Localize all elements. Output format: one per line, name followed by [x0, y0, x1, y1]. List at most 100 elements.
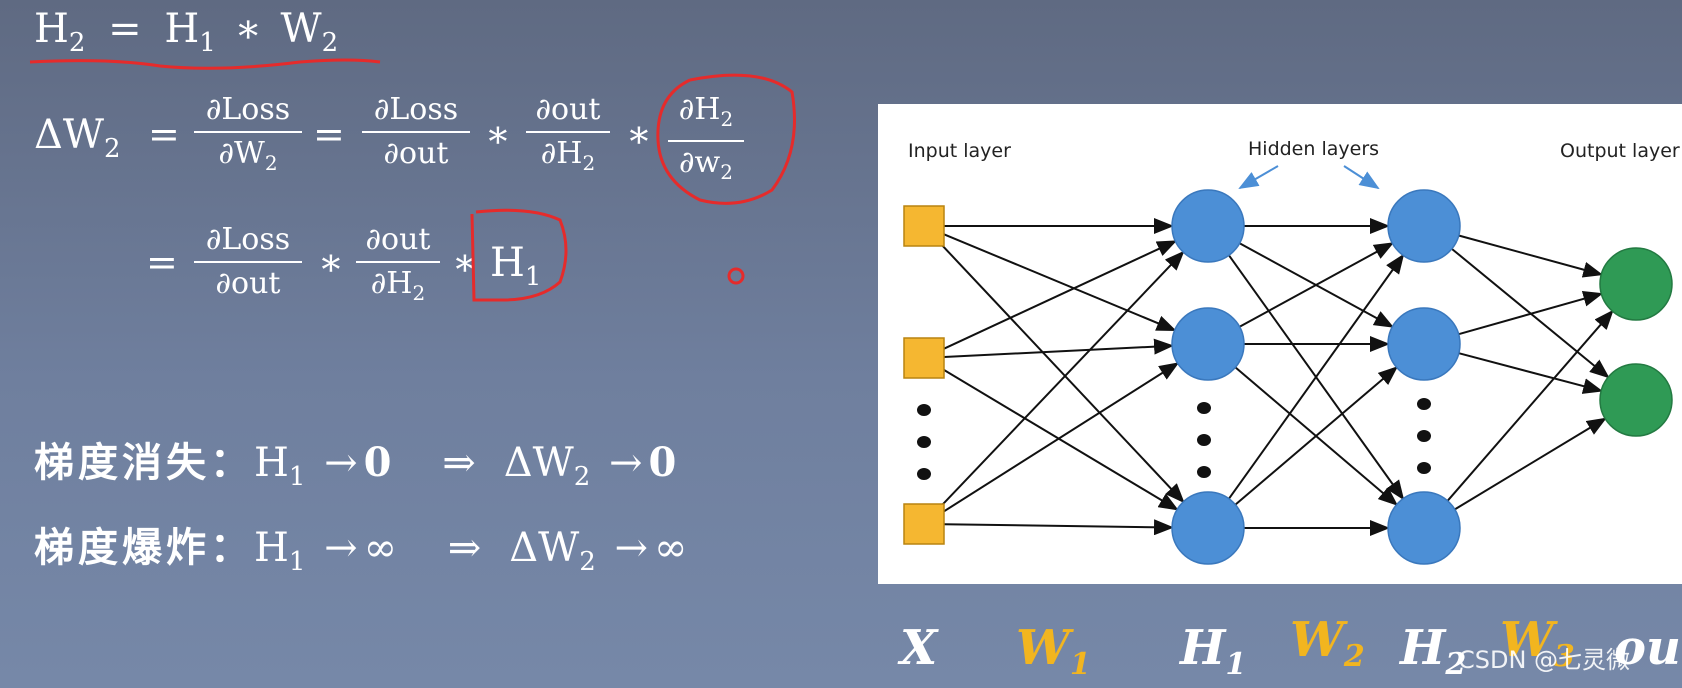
eq2-lhs: ΔW2: [34, 112, 121, 164]
ge-h-sub: 1: [288, 547, 306, 577]
eq2-frac2-den: ∂out: [383, 136, 449, 171]
eq2-frac4-den: ∂w2: [668, 145, 744, 190]
edge-h2-1-out-0: [1458, 291, 1604, 336]
output-node-1: [1599, 363, 1673, 437]
gv-dw-var: ΔW: [503, 440, 574, 486]
hidden2-node-2: [1387, 491, 1461, 565]
hidden-layers-label: Hidden layers: [1248, 138, 1380, 160]
input-node-2: [903, 503, 945, 545]
eq2-frac1-den-var: ∂W: [218, 136, 265, 171]
eq2-frac2-bar: [362, 131, 470, 133]
edge-input-2-h1-2: [943, 519, 1175, 536]
eq2-frac4-num: ∂H2: [668, 92, 744, 137]
underline-annotation: [29, 58, 381, 70]
neural-network-diagram: Input layer Hidden layers Output layer: [878, 104, 1682, 584]
eq2-frac4-bar: [668, 140, 744, 142]
label-h1: H1: [1180, 620, 1246, 682]
label-h2-var: H: [1400, 620, 1446, 676]
eq2-frac3-den: ∂H2: [526, 136, 610, 181]
hidden2-node-1: [1387, 307, 1461, 381]
circle-annotation-dh2-dw2: [656, 73, 796, 205]
edge-input-0-h1-1: [942, 232, 1177, 332]
ellipsis-dot-h1-2: [1197, 466, 1211, 478]
eq3-frac2-den-sub: 2: [412, 281, 426, 305]
ellipsis-dot-input-2: [917, 468, 931, 480]
circle-annotation-h1: [470, 208, 568, 302]
gv-dw-limit: 0: [648, 439, 677, 486]
network-svg: [903, 165, 1673, 565]
eq1-b: W: [280, 6, 322, 52]
eq2-frac3-num: ∂out: [535, 92, 601, 127]
label-w3-sub: 3: [1553, 639, 1575, 674]
eq2-lhs-sub: 2: [104, 134, 121, 164]
eq2-frac-dloss-dw2: ∂Loss ∂W2: [194, 92, 302, 181]
ge-implies: ⇒: [447, 525, 482, 571]
edge-input-1-h1-0: [941, 240, 1178, 351]
network-nodes: [903, 189, 1673, 565]
equation-delta-w2: ΔW2 = ∂Loss ∂W2 = ∂Loss ∂out ∗ ∂out ∂H2 …: [0, 0, 800, 210]
edge-input-0-h1-2: [936, 239, 1185, 504]
ge-h-var: H: [254, 525, 289, 571]
eq1-lhs: H: [34, 6, 69, 52]
eq2-frac3-den-sub: 2: [582, 151, 596, 175]
eq2-frac4-den-sub: 2: [720, 160, 733, 184]
eq2-frac-dh2-dw2: ∂H2 ∂w2: [668, 92, 744, 190]
eq2-frac4-num-sub: 2: [720, 107, 734, 131]
eq2-frac1-den: ∂W2: [194, 136, 302, 181]
eq3-frac-dout-dh2: ∂out ∂H2: [356, 222, 440, 311]
eq3-frac1-num: ∂Loss: [205, 222, 291, 257]
label-w1: W1: [1016, 620, 1091, 682]
hidden1-node-2: [1171, 491, 1245, 565]
eq2-frac-dloss-dout: ∂Loss ∂out: [362, 92, 470, 172]
eq3-mul-1: ∗: [318, 240, 344, 284]
eq2-mul-1: ∗: [485, 112, 511, 156]
eq2-frac1-bar: [194, 131, 302, 133]
ellipsis-dot-input-0: [917, 404, 931, 416]
gradient-vanishing-label: 梯度消失：: [34, 440, 254, 486]
eq2-frac4-den-var: ∂w: [679, 145, 721, 180]
gv-implies: ⇒: [442, 440, 476, 486]
ellipsis-dot-h2-2: [1417, 462, 1431, 474]
ge-dw-arrow: →: [614, 525, 649, 571]
eq2-frac3-den-var: ∂H: [540, 136, 583, 171]
gv-h-var: H: [254, 440, 289, 486]
eq2-lhs-var: ΔW: [34, 112, 104, 158]
label-h1-var: H: [1180, 620, 1226, 676]
eq2-equals-1: =: [148, 112, 180, 156]
ellipsis-dot-input-1: [917, 436, 931, 448]
edge-input-2-h1-0: [937, 250, 1185, 511]
gv-h-sub: 1: [288, 462, 306, 492]
label-w3-var: W: [1500, 612, 1554, 668]
ge-dw-sub: 2: [579, 547, 596, 577]
gv-dw-sub: 2: [573, 462, 591, 492]
output-layer-label: Output layer: [1560, 140, 1680, 162]
hidden2-node-0: [1387, 189, 1461, 263]
eq2-frac1-den-sub: 2: [264, 151, 278, 175]
hidden1-node-0: [1171, 189, 1245, 263]
hidden-pointer-arrow-right: [1343, 165, 1380, 190]
equation-h2: H2 = H1 ∗ W2: [34, 6, 338, 58]
label-out: ou: [1614, 620, 1681, 676]
eq3-frac2-den-var: ∂H: [370, 266, 413, 301]
hidden-pointer-arrow-left: [1238, 165, 1279, 190]
edge-h2-2-out-1: [1454, 417, 1607, 511]
edge-input-2-h1-1: [940, 362, 1180, 515]
eq3-h1-var: H: [490, 240, 525, 286]
eq2-frac1-num: ∂Loss: [205, 92, 291, 127]
eq2-equals-2: =: [313, 112, 345, 156]
edge-h2-1-out-1: [1458, 352, 1604, 394]
ellipsis-dot-h2-1: [1417, 430, 1431, 442]
input-node-0: [903, 205, 945, 247]
label-w2-var: W: [1290, 612, 1344, 668]
eq2-frac3-bar: [526, 131, 610, 133]
network-edges: [936, 218, 1614, 536]
label-x: X: [900, 620, 938, 676]
csdn-watermark: CSDN @七灵微: [1458, 646, 1631, 674]
pointer-dot-icon: [727, 267, 745, 285]
eq3-equals: =: [146, 240, 178, 284]
gv-arrow: →: [324, 440, 358, 486]
label-w3: W3: [1500, 612, 1575, 674]
output-node-0: [1599, 247, 1673, 321]
label-w1-var: W: [1016, 620, 1070, 676]
ellipsis-dot-h1-1: [1197, 434, 1211, 446]
